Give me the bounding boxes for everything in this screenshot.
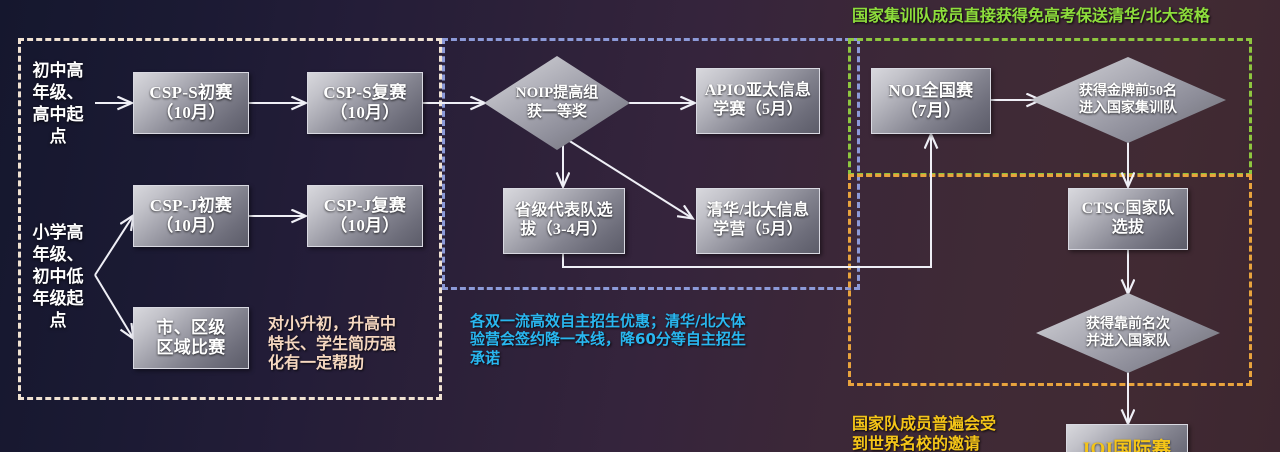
start-label-senior: 初中高 年级、 高中起 点 <box>32 61 84 147</box>
annotation-autonomous-admission: 各双一流高效自主招生优惠；清华/北大体 验营会签约降一本线，降60分等自主招生 … <box>470 312 746 367</box>
annotation-national-training-team: 国家集训队成员直接获得免高考保送清华/北大资格 <box>852 6 1210 25</box>
link-noip-to-camp <box>567 139 692 218</box>
node-noip-first-prize[interactable]: NOIP提高组 获一等奖 <box>484 56 630 150</box>
node-csp-j-fusai[interactable]: CSP-J复赛 （10月） <box>307 185 423 247</box>
node-label: NOIP提高组 获一等奖 <box>515 85 599 120</box>
start-label-junior: 小学高 年级、 初中低 年级起 点 <box>32 223 84 331</box>
node-label: 获得金牌前50名 进入国家集训队 <box>1079 83 1177 117</box>
node-csp-s-fusai[interactable]: CSP-S复赛 （10月） <box>307 72 423 134</box>
annotation-world-university-invite: 国家队成员普遍会受 到世界名校的邀请 <box>852 414 997 452</box>
node-ctsc-selection[interactable]: CTSC国家队 选拔 <box>1068 188 1188 250</box>
node-ioi[interactable]: IOI国际赛 <box>1066 424 1188 452</box>
node-thu-pku-info-camp[interactable]: 清华/北大信息 学营（5月） <box>696 188 820 254</box>
node-csp-j-chusai[interactable]: CSP-J初赛 （10月） <box>133 185 249 247</box>
node-csp-s-chusai[interactable]: CSP-S初赛 （10月） <box>133 72 249 134</box>
link-start-junior-to-city <box>94 274 133 338</box>
link-province-to-noi <box>562 135 931 268</box>
node-label: 获得靠前名次 并进入国家队 <box>1086 316 1170 350</box>
node-noi-national[interactable]: NOI全国赛 （7月） <box>871 68 991 134</box>
annotation-primary-school-benefit: 对小升初，升高中 特长、学生简历强 化有一定帮助 <box>268 314 397 373</box>
node-top-rank-national-team[interactable]: 获得靠前名次 并进入国家队 <box>1036 293 1220 373</box>
node-province-team-selection[interactable]: 省级代表队选 拔（3-4月） <box>503 188 625 254</box>
link-start-junior-to-cspj1 <box>94 216 133 276</box>
node-city-district-contest[interactable]: 市、区级 区域比赛 <box>133 307 249 369</box>
node-gold-medal-top50[interactable]: 获得金牌前50名 进入国家集训队 <box>1030 57 1226 143</box>
node-apio[interactable]: APIO亚太信息 学赛（5月） <box>696 68 820 134</box>
